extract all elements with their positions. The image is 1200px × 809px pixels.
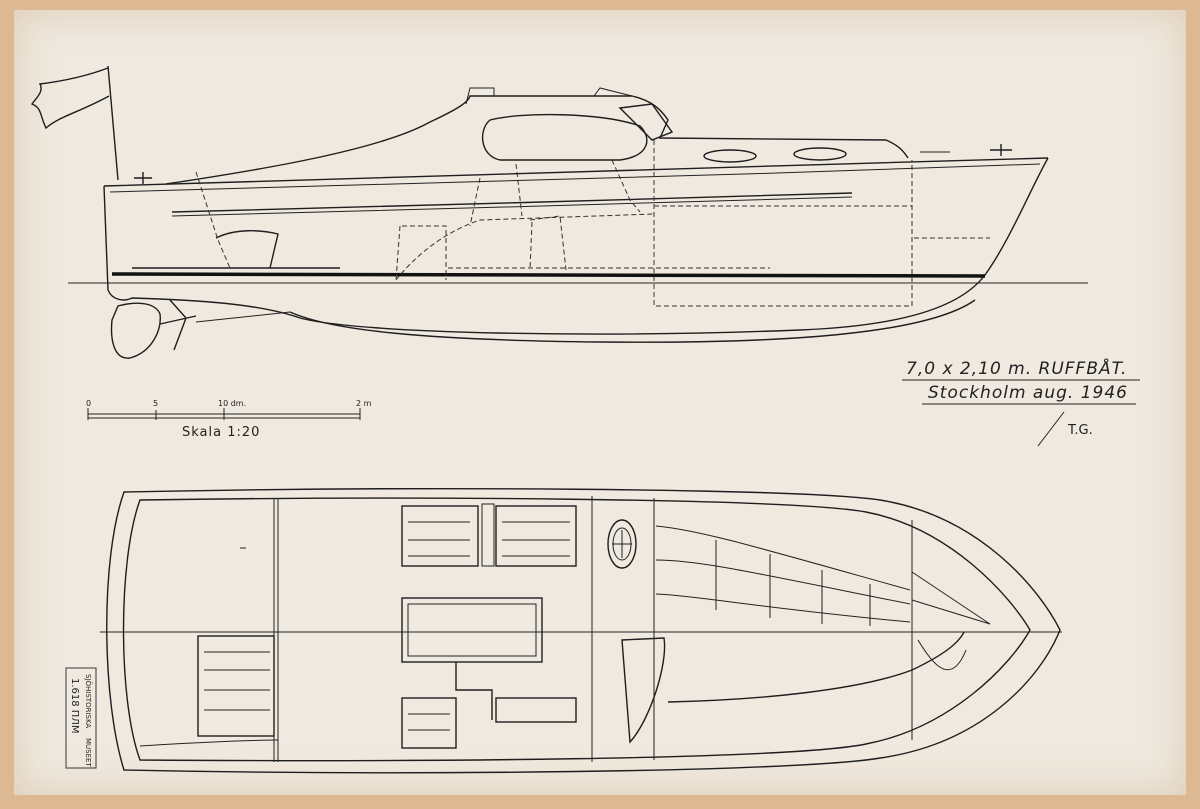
seat-cushions-fwd	[401, 503, 577, 567]
scale-tick-10: 10 dm.	[218, 399, 246, 408]
museum-stamp: SJÖHISTORISKA MUSEET 1.618 ПЛМ	[65, 667, 97, 769]
paper-background	[14, 10, 1186, 795]
stamp-code: 1.618 ПЛМ	[69, 678, 80, 733]
table	[401, 597, 543, 663]
v-berth-cushions	[655, 525, 911, 626]
aft-berth	[197, 635, 275, 737]
stamp-line-1: SJÖHISTORISKA	[84, 674, 93, 728]
plan-view	[100, 488, 1062, 774]
scale-tick-0: 0	[86, 399, 91, 408]
stamp-line-2: MUSEET	[84, 738, 92, 767]
console	[621, 637, 666, 744]
scale-bar: 0 5 10 dm. 2 m Skala 1:20	[86, 399, 372, 440]
title-line-1: 7,0 x 2,10 m. RUFFBÅT.	[906, 357, 1127, 379]
scale-caption: Skala 1:20	[182, 425, 260, 440]
title-block: 7,0 x 2,10 m. RUFFBÅT. Stockholm aug. 19…	[902, 357, 1140, 447]
steering-wheel-icon	[607, 519, 637, 569]
initials: T.G.	[1067, 423, 1093, 438]
side-elevation	[30, 65, 1088, 359]
seat-cushions-aft	[401, 697, 577, 749]
scale-tick-2m: 2 m	[356, 399, 372, 408]
scale-tick-5: 5	[153, 399, 158, 408]
flag-icon	[30, 65, 119, 181]
title-line-2: Stockholm aug. 1946	[928, 383, 1128, 403]
